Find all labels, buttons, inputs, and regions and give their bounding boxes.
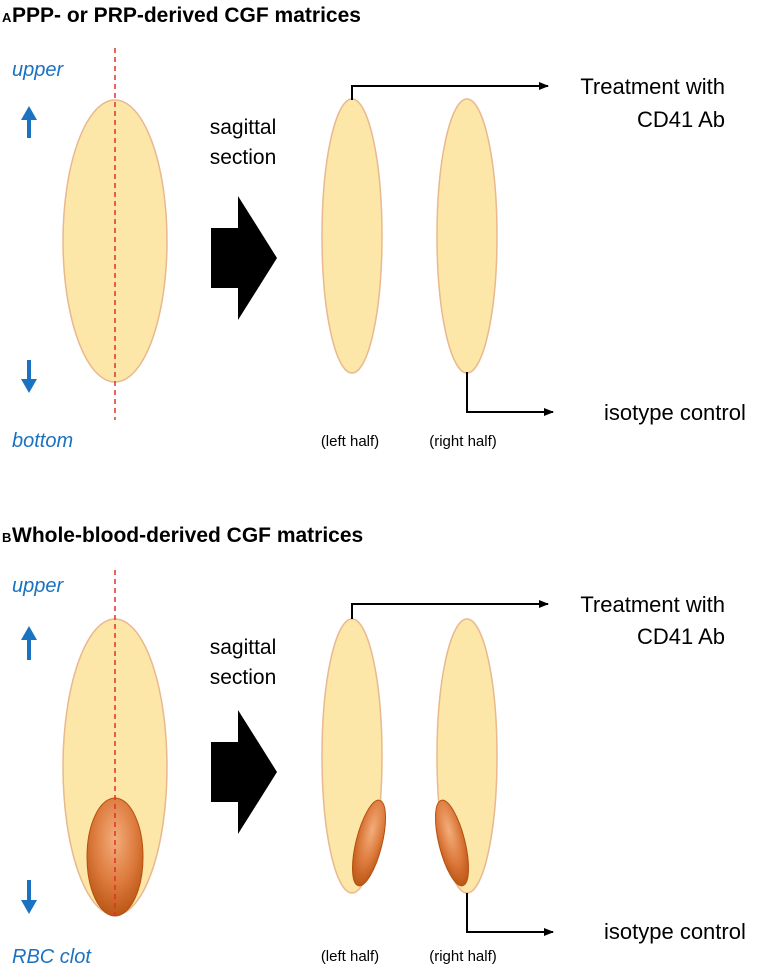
treatment-arrow-icon xyxy=(351,600,549,619)
left-half-label: (left half) xyxy=(321,433,379,450)
down-arrow-icon xyxy=(21,360,37,393)
control-arrow-icon xyxy=(466,372,554,416)
sagittal-label: sagittal xyxy=(210,636,277,659)
rbc-clot xyxy=(434,799,470,887)
left-half-label: (left half) xyxy=(321,948,379,965)
panel-b-title: Whole-blood-derived CGF matrices xyxy=(12,524,363,547)
treatment-label: Treatment with xyxy=(580,74,725,99)
left-half-matrix xyxy=(321,98,383,374)
isotype-control-label: isotype control xyxy=(604,400,746,425)
rbc-clot xyxy=(351,799,387,887)
right-half-label: (right half) xyxy=(429,433,497,450)
right-half-label: (right half) xyxy=(429,948,497,965)
up-arrow-icon xyxy=(21,106,37,138)
sagittal-label: sagittal xyxy=(210,116,277,139)
section-arrow-icon xyxy=(211,710,277,834)
down-arrow-icon xyxy=(21,880,37,914)
panel-b-upper-label: upper xyxy=(12,575,64,597)
antibody-label: CD41 Ab xyxy=(637,107,725,132)
control-arrow-icon xyxy=(466,893,554,936)
panel-a-title: PPP- or PRP-derived CGF matrices xyxy=(12,4,361,27)
panel-a-bottom-label: bottom xyxy=(12,430,73,452)
panel-b-bottom-label: RBC clot xyxy=(12,946,92,968)
isotype-control-label: isotype control xyxy=(604,919,746,944)
section-label: section xyxy=(210,666,277,689)
right-half-matrix xyxy=(436,98,498,374)
panel-b: B Whole-blood-derived CGF matrices upper… xyxy=(2,524,746,968)
treatment-label: Treatment with xyxy=(580,592,725,617)
antibody-label: CD41 Ab xyxy=(637,624,725,649)
panel-a: A PPP- or PRP-derived CGF matrices upper… xyxy=(2,4,746,452)
panel-a-letter: A xyxy=(2,10,12,25)
section-arrow-icon xyxy=(211,196,277,320)
treatment-arrow-icon xyxy=(351,82,549,100)
panel-b-letter: B xyxy=(2,530,11,545)
panel-a-upper-label: upper xyxy=(12,59,64,81)
section-label: section xyxy=(210,146,277,169)
up-arrow-icon xyxy=(21,626,37,660)
